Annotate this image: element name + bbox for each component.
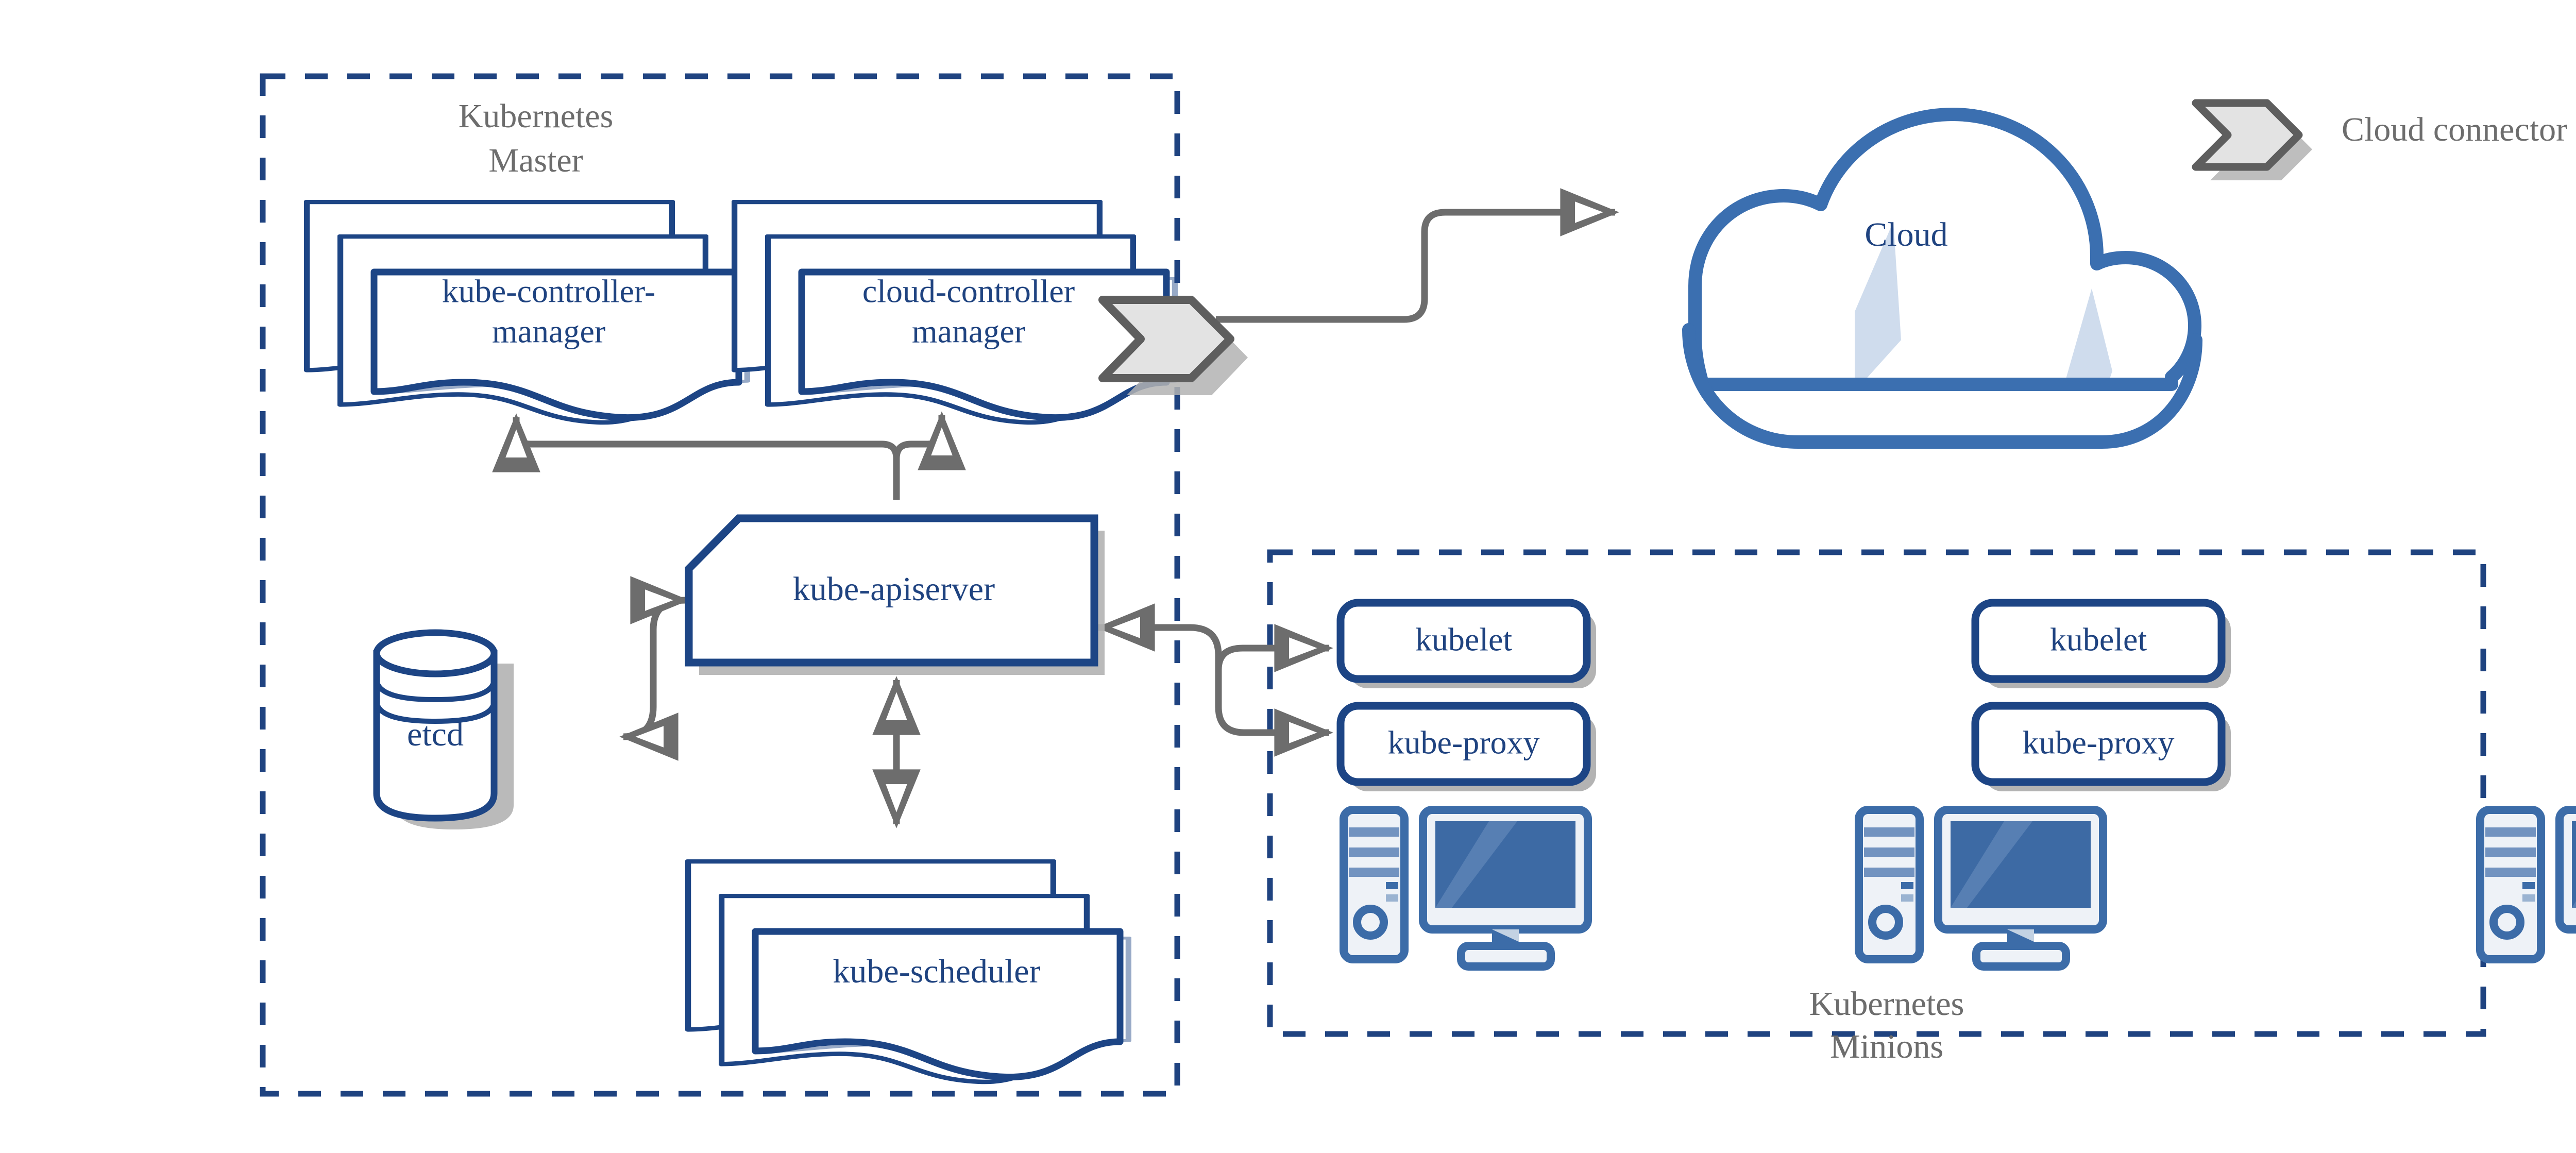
pc-tower-slot [1349, 847, 1399, 857]
minion-node-1[interactable]: kubelet kube-proxy [1336, 599, 1596, 971]
etcd-ridge-1 [374, 679, 497, 703]
kube-scheduler-label: kube-scheduler [833, 953, 1040, 990]
kubernetes-minions-group: Kubernetes Minions [1267, 549, 2486, 1065]
cloud-connector-icon-shape [1098, 296, 1234, 382]
cloud-bottom-outline [1682, 323, 2202, 449]
kube-controller-manager-label-line1: kube-controller- [442, 273, 656, 310]
kubelet-box-1[interactable]: kubelet [1336, 599, 1596, 688]
kubelet-shape [1971, 599, 2226, 683]
master-title-line1: Kubernetes [459, 97, 614, 135]
kube-proxy-shape [1336, 702, 1591, 786]
apiserver-shape [685, 514, 1098, 667]
etcd-body [373, 650, 498, 822]
minions-title-line1-overlay: Kubernetes [1809, 985, 1964, 1023]
kube-apiserver-label: kube-apiserver [793, 570, 995, 608]
pc-tower-slot [2485, 847, 2536, 857]
cloud-controller-manager-label-line1: cloud-controller [862, 273, 1075, 310]
pc-tower-slot [2485, 827, 2536, 837]
connector-apiserver-to-kube-controller-manager [492, 413, 900, 500]
pc-tower-slot [1864, 847, 1914, 857]
pc-tower-slot [1349, 868, 1399, 877]
cloud-node[interactable]: Cloud [1682, 108, 2202, 562]
kube-controller-manager-label-line2: manager [492, 313, 605, 350]
pc-led [1386, 894, 1398, 902]
pc-led [2522, 882, 2535, 889]
pc-led [1901, 882, 1913, 889]
pc-power-button [2489, 905, 2524, 940]
kubernetes-master-group: Kubernetes Master [260, 73, 1180, 1097]
cloud-controller-manager-node[interactable]: cloud-controller manager [734, 202, 1175, 422]
legend-label: Cloud connector [2342, 111, 2567, 148]
minion-node-3[interactable]: kubelet kube-proxy [2476, 603, 2576, 967]
kube-apiserver-node[interactable]: kube-apiserver [685, 514, 1105, 675]
etcd-label: etcd [407, 716, 464, 753]
kube-scheduler-node[interactable]: kube-scheduler [688, 861, 1128, 1082]
pc-tower-slot [2485, 868, 2536, 877]
minions-title-line2-overlay: Minions [1830, 1028, 1943, 1065]
master-title-line2: Master [488, 142, 583, 179]
monitor-screen [2572, 821, 2576, 908]
pc-tower-slot [1349, 827, 1399, 837]
master-dashed-border [260, 73, 1180, 1097]
monitor-base [1457, 942, 1555, 971]
minions-title-overlay: Kubernetes Minions [1809, 985, 1964, 1065]
desktop-computer-icon-1 [1340, 806, 1592, 971]
etcd-ridge-2 [374, 700, 497, 724]
pc-led [2522, 894, 2535, 902]
desktop-computer-icon-3 [2476, 806, 2576, 963]
kube-proxy-label-1: kube-proxy [1387, 724, 1539, 761]
kube-proxy-box-2[interactable]: kube-proxy [1971, 702, 2231, 791]
cloud-connector-icon [1098, 296, 1248, 395]
kube-controller-manager-node[interactable]: kube-controller- manager [307, 202, 747, 422]
monitor-glare [1951, 821, 2032, 908]
etcd-top-ellipse [373, 629, 498, 677]
kubelet-label-2: kubelet [2050, 621, 2147, 658]
doc-front [798, 268, 1170, 421]
cloud-shading [1819, 222, 2194, 384]
monitor-glare [1435, 821, 1517, 908]
desktop-computer-icon-2 [1855, 806, 2107, 971]
connector-layer [492, 188, 1619, 828]
pc-tower-slot [1864, 868, 1914, 877]
connector-branch-to-kube-proxy [1097, 624, 1333, 757]
kubelet-shape [1336, 599, 1591, 683]
legend: Cloud connector [2192, 99, 2567, 180]
pc-tower-slot [1864, 827, 1914, 837]
connector-apiserver-to-cloud-controller-manager [893, 411, 966, 500]
kubelet-box-2[interactable]: kubelet [1971, 599, 2231, 688]
minions-title-line1: Kubernetes [1809, 985, 1964, 1023]
kubelet-label-1: kubelet [1415, 621, 1513, 658]
pc-led [1386, 882, 1398, 889]
kube-proxy-box-1[interactable]: kube-proxy [1336, 702, 1596, 791]
monitor-glare [2572, 901, 2576, 908]
minions-dashed-border [1267, 549, 2486, 1037]
etcd-node[interactable]: etcd [373, 629, 514, 829]
cloud-controller-manager-label-line2: manager [912, 313, 1025, 350]
doc-front [752, 928, 1124, 1081]
cloud-label: Cloud [1865, 216, 1947, 253]
pc-led [1901, 894, 1913, 902]
connector-branch-to-kubelet [1215, 624, 1333, 672]
connector-cloud-controller-manager-to-cloud [1216, 188, 1619, 323]
kube-proxy-shape [1971, 702, 2226, 786]
monitor-base [1972, 942, 2070, 971]
monitor-neck-highlight [1492, 929, 1519, 942]
kube-proxy-label-2: kube-proxy [2022, 724, 2174, 761]
connector-apiserver-to-etcd [619, 576, 689, 761]
pc-power-button [1353, 905, 1388, 940]
minions-title-line2: Minions [1830, 1028, 1943, 1065]
minion-node-2[interactable]: kubelet kube-proxy [1855, 599, 2231, 971]
pc-power-button [1868, 905, 1903, 940]
doc-front [370, 268, 742, 421]
legend-cloud-connector-icon [2192, 99, 2303, 171]
monitor-neck-highlight [2007, 929, 2034, 942]
